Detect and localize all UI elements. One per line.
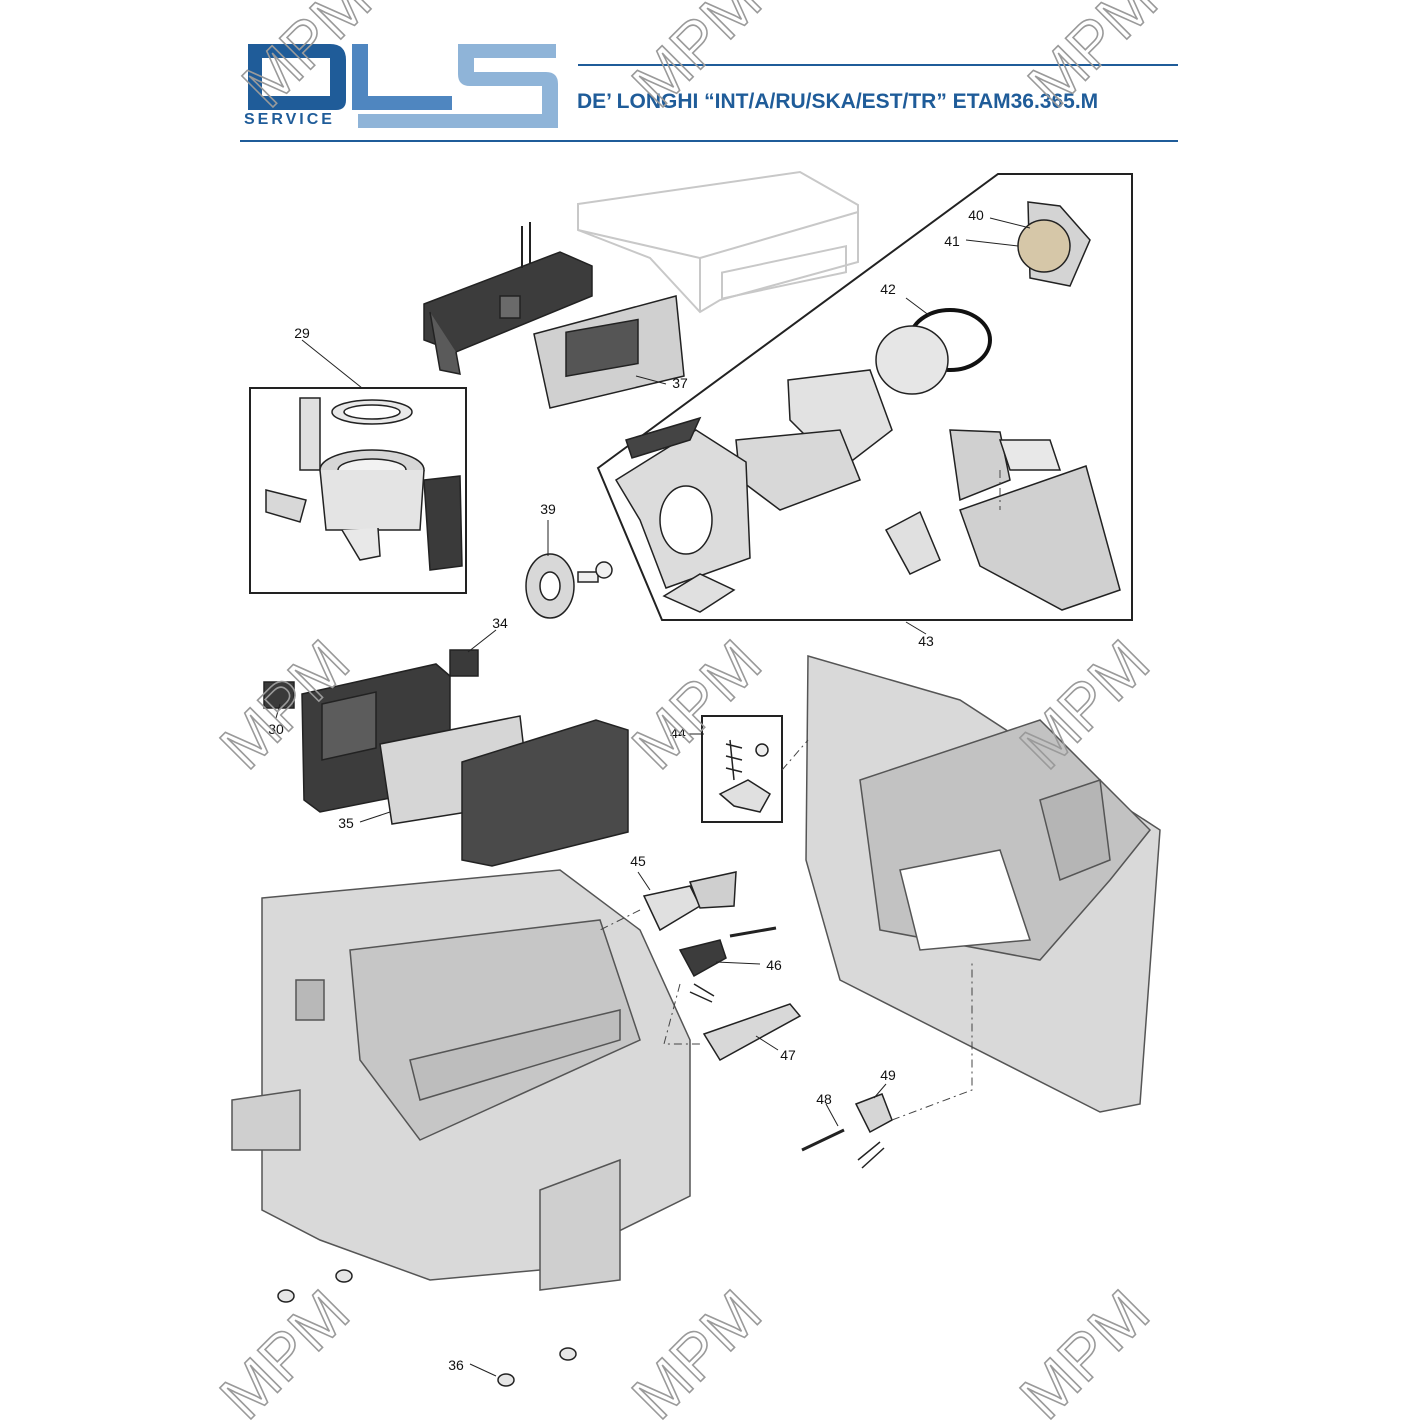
part-46-cam	[678, 926, 777, 1003]
diagram-title: DE’ LONGHI “INT/A/RU/SKA/EST/TR” ETAM36.…	[577, 90, 1099, 113]
main-chassis-right	[805, 655, 1161, 1113]
leader-41	[965, 239, 1019, 247]
leader-42	[905, 297, 931, 317]
main-chassis-left	[231, 869, 691, 1291]
leader-45	[637, 871, 651, 891]
group-frame-44	[701, 715, 783, 823]
part-47-drip-tray	[702, 1003, 802, 1062]
group-frame-43	[596, 173, 1133, 621]
header-rule-bottom	[240, 140, 1178, 142]
part-36-feet	[277, 1269, 577, 1387]
callout-41: 41	[944, 233, 960, 249]
leader-36	[469, 1363, 497, 1377]
group-frame-29	[249, 387, 467, 594]
logo-service-text: SERVICE	[244, 111, 335, 128]
watermark: MPM	[618, 626, 774, 782]
callout-44: 44	[670, 725, 686, 741]
part-44-spring-lever	[718, 739, 771, 813]
leader-47	[755, 1035, 779, 1051]
part-48-49-latch	[801, 1093, 893, 1169]
watermark: MPM	[618, 0, 774, 121]
header-rule-top	[578, 64, 1178, 66]
leader-30	[275, 703, 281, 719]
callout-45: 45	[630, 853, 646, 869]
leader-49	[873, 1083, 887, 1099]
leader-35	[359, 811, 391, 823]
part-45-bracket	[642, 871, 737, 932]
leader-37	[635, 375, 667, 385]
callout-43: 43	[918, 633, 934, 649]
callout-39: 39	[540, 501, 556, 517]
leader-46	[715, 961, 761, 965]
callout-37: 37	[672, 375, 688, 391]
callout-42: 42	[880, 281, 896, 297]
callout-30: 30	[268, 721, 284, 737]
callout-36: 36	[448, 1357, 464, 1373]
leader-34	[467, 629, 497, 653]
leader-40	[989, 217, 1031, 229]
leader-29	[301, 339, 363, 389]
part-35-power-board	[263, 649, 629, 867]
callout-48: 48	[816, 1091, 832, 1107]
part-39-gear	[525, 553, 613, 619]
callout-49: 49	[880, 1067, 896, 1083]
part-29-grinder	[265, 397, 463, 571]
callout-35: 35	[338, 815, 354, 831]
watermark: MPM	[1006, 1276, 1162, 1422]
ghost-control-panel	[577, 170, 859, 314]
part-43-brew-unit	[614, 201, 1121, 613]
part-37-display-housing	[423, 222, 685, 409]
callout-46: 46	[766, 957, 782, 973]
watermark: MPM	[618, 1276, 774, 1422]
assembly-guide-lines	[599, 470, 1001, 1121]
logo-mark	[248, 44, 558, 128]
watermark: MPM	[228, 0, 384, 121]
leader-48	[825, 1103, 839, 1127]
callout-labels: 29 30 34 35 36 37 39 40 41 42 43 44 45 4…	[268, 207, 984, 1373]
callout-47: 47	[780, 1047, 796, 1063]
callout-29: 29	[294, 325, 310, 341]
callout-40: 40	[968, 207, 984, 223]
watermark: MPM	[1014, 0, 1170, 121]
callout-leader-lines	[275, 217, 1031, 1377]
leader-43	[905, 621, 927, 635]
callout-34: 34	[492, 615, 508, 631]
